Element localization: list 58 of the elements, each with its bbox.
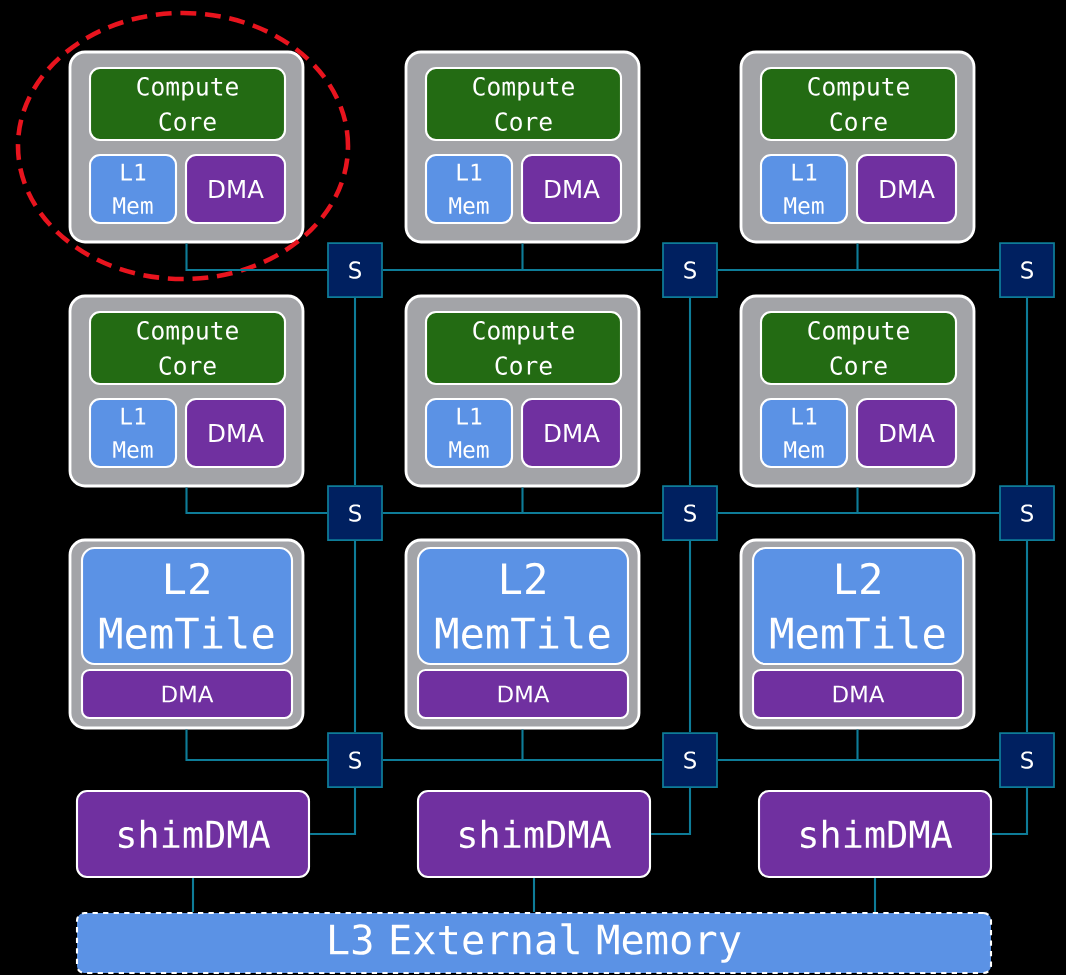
switch-box: S xyxy=(662,242,718,298)
compute-core-box: Compute Core xyxy=(759,66,958,142)
switch-box: S xyxy=(662,732,718,788)
compute-core-box: Compute Core xyxy=(424,66,623,142)
connector-line xyxy=(688,540,692,733)
connector-line xyxy=(185,729,328,762)
shim-dma-box: shimDMA xyxy=(75,789,311,879)
switch-box: S xyxy=(999,242,1055,298)
switch-box: S xyxy=(662,485,718,541)
l2-memory-box: L2 MemTile xyxy=(751,546,965,666)
dma-box: DMA xyxy=(855,397,958,469)
compute-core-box: Compute Core xyxy=(88,310,287,386)
connector-line xyxy=(353,297,357,486)
dma-box: DMA xyxy=(184,397,287,469)
l1-memory-box: L1 Mem xyxy=(88,397,178,469)
connector-line xyxy=(382,511,663,515)
connector-line xyxy=(651,787,692,836)
shim-dma-box: shimDMA xyxy=(416,789,652,879)
connector-line xyxy=(717,511,1000,515)
dma-box: DMA xyxy=(855,153,958,225)
connector-line xyxy=(992,787,1029,836)
dma-box: DMA xyxy=(184,153,287,225)
connector-line xyxy=(185,487,328,515)
compute-core-box: Compute Core xyxy=(424,310,623,386)
dma-box: DMA xyxy=(80,668,294,720)
dma-box: DMA xyxy=(416,668,630,720)
l1-memory-box: L1 Mem xyxy=(759,153,849,225)
switch-box: S xyxy=(327,242,383,298)
connector-line xyxy=(382,268,663,272)
connector-line xyxy=(1025,297,1029,486)
connector-line xyxy=(310,787,357,836)
dma-box: DMA xyxy=(520,397,623,469)
switch-box: S xyxy=(999,732,1055,788)
connector-line xyxy=(532,878,536,912)
dma-box: DMA xyxy=(520,153,623,225)
dma-box: DMA xyxy=(751,668,965,720)
l1-memory-box: L1 Mem xyxy=(424,153,514,225)
connector-line xyxy=(873,878,877,912)
connector-line xyxy=(382,758,663,762)
switch-box: S xyxy=(327,485,383,541)
connector-line xyxy=(185,243,328,272)
switch-box: S xyxy=(999,485,1055,541)
connector-line xyxy=(353,540,357,733)
connector-line xyxy=(717,268,1000,272)
shim-dma-box: shimDMA xyxy=(757,789,993,879)
connector-line xyxy=(1025,540,1029,733)
compute-core-box: Compute Core xyxy=(88,66,287,142)
connector-line xyxy=(688,297,692,486)
l2-memory-box: L2 MemTile xyxy=(80,546,294,666)
l1-memory-box: L1 Mem xyxy=(759,397,849,469)
switch-box: S xyxy=(327,732,383,788)
l1-memory-box: L1 Mem xyxy=(424,397,514,469)
connector-line xyxy=(717,758,1000,762)
l1-memory-box: L1 Mem xyxy=(88,153,178,225)
connector-line xyxy=(191,878,195,912)
compute-core-box: Compute Core xyxy=(759,310,958,386)
external-memory-box: L3 External Memory xyxy=(75,911,993,975)
l2-memory-box: L2 MemTile xyxy=(416,546,630,666)
